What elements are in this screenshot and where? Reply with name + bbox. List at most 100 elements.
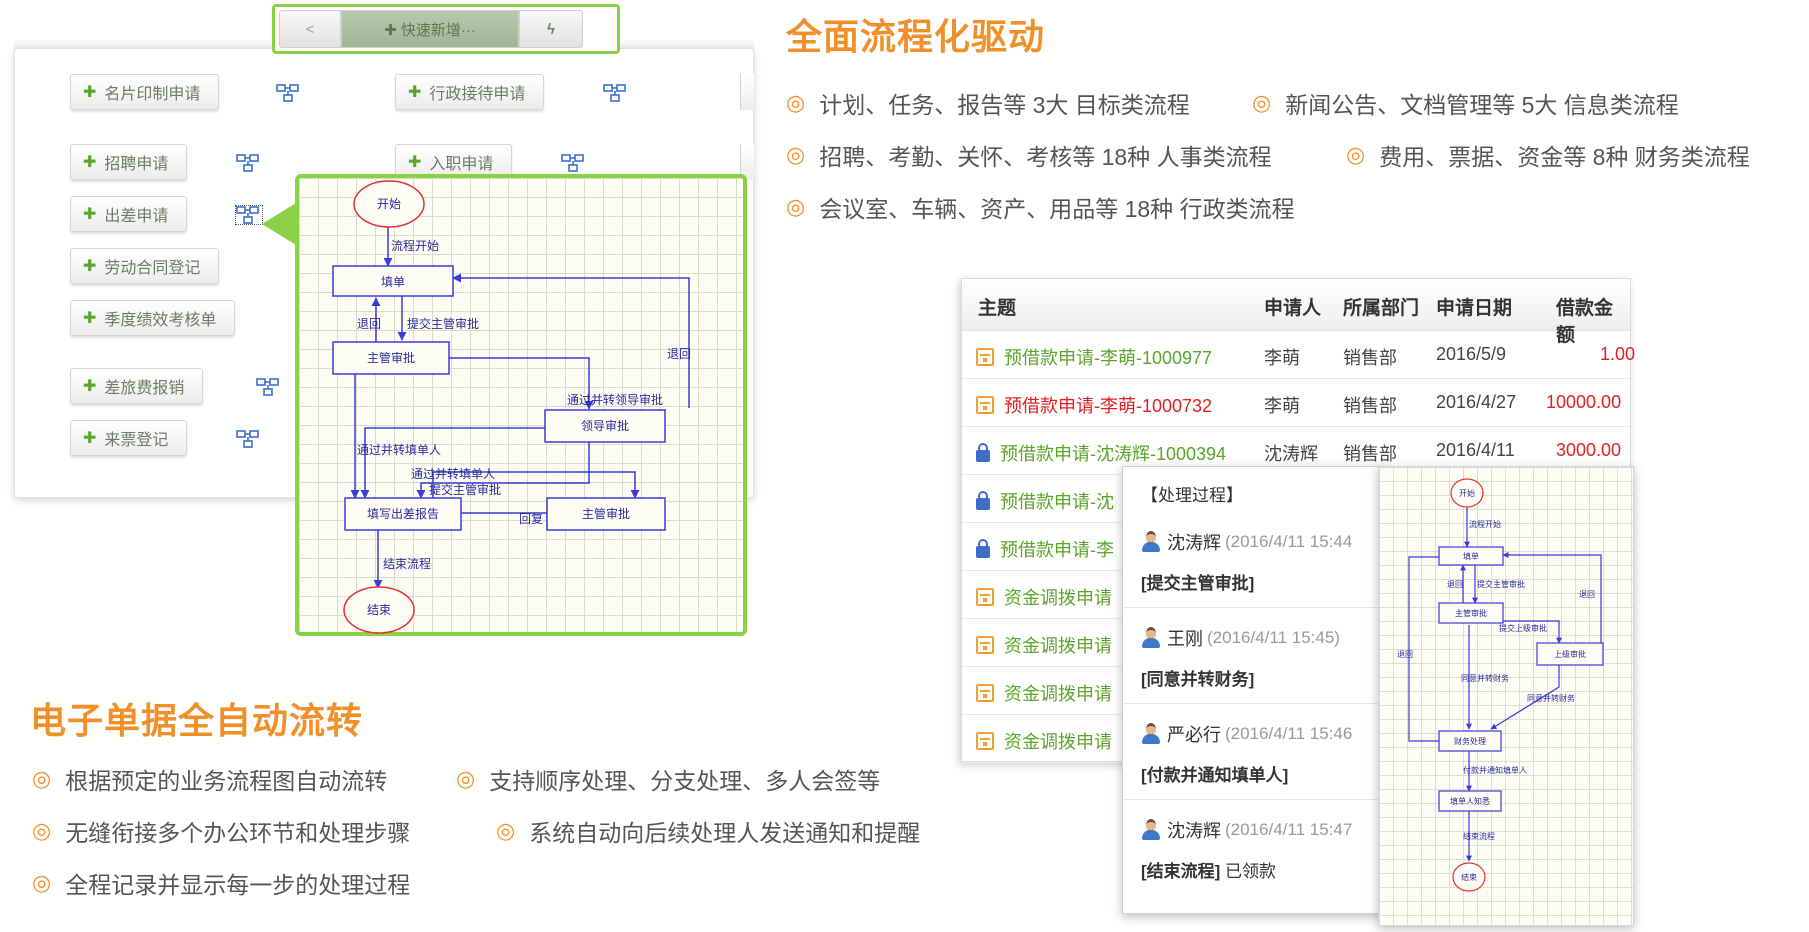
table-row[interactable]: 预借款申请-李萌-1000732 李萌 销售部 2016/4/27 10000.… — [962, 379, 1630, 427]
flow-edge-label: 退回 — [667, 347, 691, 361]
column-header[interactable]: 申请日期 — [1436, 298, 1513, 319]
workflow-icon[interactable] — [276, 84, 302, 102]
form-button-invoice[interactable]: ✚ 来票登记 — [70, 420, 188, 456]
bullet-text: 会议室、车辆、资产、用品等 18种 行政类流程 — [819, 196, 1295, 222]
workflow-icon[interactable] — [236, 154, 262, 172]
table-row[interactable]: 预借款申请-沈涛辉-1000394 沈涛辉 销售部 2016/4/11 3000… — [962, 427, 1630, 475]
row-subject-link[interactable]: 预借款申请-李萌-1000977 — [1004, 348, 1213, 368]
row-subject-link[interactable]: 资金调拨申请 — [1004, 732, 1112, 752]
process-title: 【处理过程】 — [1141, 486, 1243, 505]
flow-edge-label: 退回 — [1579, 590, 1595, 599]
workflow-icon-active[interactable] — [235, 205, 263, 225]
column-header[interactable]: 借款金额 — [1556, 298, 1614, 346]
row-date: 2016/4/11 — [1436, 440, 1515, 460]
plus-icon: ✚ — [83, 258, 97, 275]
form-button-label: 季度绩效考核单 — [104, 312, 217, 329]
column-header[interactable]: 申请人 — [1264, 298, 1322, 319]
flow-edge-label: 提交主管审批 — [1477, 579, 1525, 589]
bullet-item: ◎ 会议室、车辆、资产、用品等 18种 行政类流程 — [786, 190, 1295, 224]
lock-icon — [976, 539, 990, 558]
form-button-card-print[interactable]: ✚ 名片印制申请 — [70, 74, 220, 110]
bullet-text: 系统自动向后续处理人发送通知和提醒 — [529, 820, 921, 846]
row-dept: 销售部 — [1343, 348, 1397, 368]
column-header[interactable]: 主题 — [978, 298, 1017, 319]
form-button-labor-contract[interactable]: ✚ 劳动合同登记 — [70, 248, 220, 284]
table-row[interactable]: 预借款申请-李萌-1000977 李萌 销售部 2016/5/9 1.00 — [962, 331, 1635, 379]
section2-heading: 电子单据全自动流转 — [30, 700, 364, 741]
row-date: 2016/5/9 — [1436, 344, 1507, 364]
bullet-text: 支持顺序处理、分支处理、多人会签等 — [489, 768, 881, 794]
bullet-icon: ◎ — [32, 818, 52, 843]
bullet-icon: ◎ — [32, 766, 52, 791]
flowchart-diagram: 开始 填单 主管审批 领导审批 填写出差报告 主管审批 结束 流程开始 退回 提… — [332, 180, 691, 634]
row-subject-link[interactable]: 资金调拨申请 — [1004, 588, 1112, 608]
row-dept: 销售部 — [1343, 396, 1397, 416]
bullet-item: ◎ 根据预定的业务流程图自动流转 — [32, 762, 387, 796]
flow-manager2-label: 主管审批 — [582, 506, 630, 521]
bullet-item: ◎ 支持顺序处理、分支处理、多人会签等 — [456, 762, 880, 796]
calendar-icon — [976, 348, 994, 366]
workflow-icon[interactable] — [603, 84, 629, 102]
form-button-travel-expense[interactable]: ✚ 差旅费报销 — [70, 368, 204, 404]
row-dept: 销售部 — [1343, 444, 1397, 464]
bullet-text: 无缝衔接多个办公环节和处理步骤 — [65, 820, 411, 846]
flow-report-label: 填写出差报告 — [367, 506, 439, 521]
user-avatar-icon — [1141, 531, 1161, 553]
workflow-icon[interactable] — [561, 154, 587, 172]
plus-icon: ✚ — [83, 310, 97, 327]
quick-new-button[interactable]: ✚ 快速新增··· — [341, 10, 519, 48]
form-button-reception[interactable]: ✚ 行政接待申请 — [395, 74, 545, 110]
back-button[interactable]: < — [279, 10, 341, 48]
form-button-business-trip[interactable]: ✚ 出差申请 — [70, 196, 188, 232]
bullet-text: 费用、票据、资金等 8种 财务类流程 — [1379, 144, 1750, 170]
row-subject-link[interactable]: 资金调拨申请 — [1004, 684, 1112, 704]
calendar-icon — [976, 396, 994, 414]
lock-icon — [976, 491, 990, 510]
bullet-icon: ◎ — [786, 90, 806, 115]
row-subject-link[interactable]: 预借款申请-李 — [1000, 540, 1114, 560]
process-action: [付款并通知填单人] — [1141, 766, 1289, 785]
row-applicant: 沈涛辉 — [1264, 444, 1318, 464]
flow-manager-label: 主管审批 — [367, 350, 415, 365]
process-user: 沈涛辉 — [1167, 821, 1221, 841]
row-subject-link[interactable]: 预借款申请-沈 — [1000, 492, 1114, 512]
plus-icon: ✚ — [408, 84, 422, 101]
flow-edge-label: 提交上级审批 — [1499, 623, 1547, 633]
flow-edge-label: 退回 — [357, 317, 381, 331]
lock-icon — [976, 443, 990, 462]
process-time: (2016/4/11 15:47 — [1225, 820, 1353, 839]
bullet-item: ◎ 系统自动向后续处理人发送通知和提醒 — [496, 814, 920, 848]
process-user: 王刚 — [1167, 629, 1203, 649]
process-entry: 王刚(2016/4/11 15:45) [同意并转财务] — [1141, 625, 1381, 690]
flow-node-manager — [332, 341, 450, 375]
row-subject-link[interactable]: 资金调拨申请 — [1004, 636, 1112, 656]
quick-action-button[interactable]: ϟ — [519, 10, 583, 48]
bullet-text: 全程记录并显示每一步的处理过程 — [65, 872, 411, 898]
flow-notify-label: 填单人知悉 — [1450, 796, 1490, 806]
flow-node-report — [344, 497, 462, 531]
flow-edge-label: 通过并转填单人 — [357, 442, 441, 457]
row-date: 2016/4/27 — [1436, 392, 1517, 412]
form-button-label: 出差申请 — [104, 208, 169, 225]
flow-node-manager — [1438, 602, 1504, 624]
row-subject-link[interactable]: 预借款申请-李萌-1000732 — [1004, 396, 1213, 416]
process-time: (2016/4/11 15:45) — [1207, 628, 1340, 647]
flow-fill-label: 填单 — [1463, 551, 1479, 561]
user-avatar-icon — [1141, 819, 1161, 841]
plus-icon: ✚ — [83, 430, 97, 447]
form-button-quarterly-review[interactable]: ✚ 季度绩效考核单 — [70, 300, 236, 336]
column-header[interactable]: 所属部门 — [1343, 298, 1420, 319]
calendar-icon — [976, 732, 994, 750]
flow-edge-label: 退回 — [1397, 650, 1413, 659]
form-button-partial — [740, 74, 754, 110]
flow-edge-label: 退回 — [1447, 580, 1463, 589]
workflow-icon[interactable] — [256, 378, 282, 396]
divider — [1123, 607, 1385, 608]
calendar-icon — [976, 684, 994, 702]
row-subject-link[interactable]: 预借款申请-沈涛辉-1000394 — [1000, 444, 1227, 464]
flow-edge-label: 通过并转填单人 — [411, 466, 495, 481]
plus-icon: ✚ — [83, 206, 97, 223]
process-action: [结束流程] — [1141, 862, 1221, 881]
form-button-recruit[interactable]: ✚ 招聘申请 — [70, 144, 188, 180]
workflow-icon[interactable] — [236, 430, 262, 448]
